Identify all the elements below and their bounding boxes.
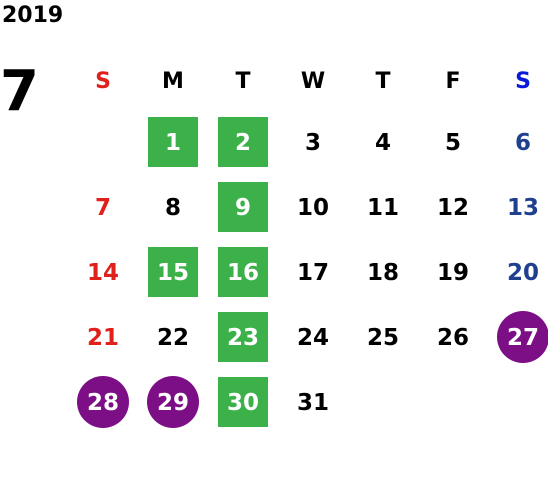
day-cell-12[interactable]: 12 — [418, 175, 488, 240]
day-cell-14[interactable]: 14 — [68, 240, 138, 305]
highlight-square — [218, 312, 268, 362]
day-number: 3 — [304, 129, 321, 156]
empty-day-cell — [418, 370, 488, 435]
day-cell-13[interactable]: 13 — [488, 175, 548, 240]
highlight-circle — [147, 376, 199, 428]
day-number: 15 — [156, 259, 189, 286]
day-cell-30[interactable]: 30 — [208, 370, 278, 435]
day-number: 12 — [436, 194, 469, 221]
day-cell-31[interactable]: 31 — [278, 370, 348, 435]
day-cell-15[interactable]: 15 — [138, 240, 208, 305]
day-cell-29[interactable]: 29 — [138, 370, 208, 435]
weekday-header-5: F — [445, 68, 461, 94]
empty-day-cell — [348, 370, 418, 435]
highlight-square — [218, 247, 268, 297]
weekday-header-6: S — [515, 68, 531, 94]
day-number: 22 — [156, 324, 189, 351]
day-number: 20 — [506, 259, 539, 286]
empty-day-cell — [68, 110, 138, 175]
highlight-square — [148, 247, 198, 297]
day-number: 1 — [164, 129, 181, 156]
day-number: 2 — [234, 129, 251, 156]
weekday-header-1: M — [162, 68, 184, 94]
day-number: 9 — [234, 194, 251, 221]
day-cell-24[interactable]: 24 — [278, 305, 348, 370]
day-cell-3[interactable]: 3 — [278, 110, 348, 175]
day-number: 5 — [444, 129, 461, 156]
day-cell-18[interactable]: 18 — [348, 240, 418, 305]
day-cell-22[interactable]: 22 — [138, 305, 208, 370]
day-cell-6[interactable]: 6 — [488, 110, 548, 175]
month-number: 7 — [0, 59, 39, 124]
day-cell-25[interactable]: 25 — [348, 305, 418, 370]
week-row: 21 22 23 24 25 26 27 — [68, 305, 548, 370]
day-number: 21 — [86, 324, 119, 351]
day-cell-8[interactable]: 8 — [138, 175, 208, 240]
day-number: 30 — [226, 389, 259, 416]
day-number: 28 — [86, 389, 119, 416]
day-number: 25 — [366, 324, 399, 351]
empty-day-cell — [488, 370, 548, 435]
day-number: 7 — [94, 194, 111, 221]
day-cell-20[interactable]: 20 — [488, 240, 548, 305]
day-cell-7[interactable]: 7 — [68, 175, 138, 240]
day-cell-16[interactable]: 16 — [208, 240, 278, 305]
day-number: 24 — [296, 324, 329, 351]
day-number: 13 — [506, 194, 539, 221]
week-row: 14 15 16 17 18 19 20 — [68, 240, 548, 305]
highlight-square — [218, 377, 268, 427]
day-cell-28[interactable]: 28 — [68, 370, 138, 435]
day-number: 23 — [226, 324, 259, 351]
day-cell-11[interactable]: 11 — [348, 175, 418, 240]
day-cell-23[interactable]: 23 — [208, 305, 278, 370]
highlight-circle — [77, 376, 129, 428]
day-number: 31 — [296, 389, 329, 416]
day-cell-19[interactable]: 19 — [418, 240, 488, 305]
day-number: 18 — [366, 259, 399, 286]
day-cell-27[interactable]: 27 — [488, 305, 548, 370]
day-number: 8 — [164, 194, 181, 221]
highlight-square — [218, 182, 268, 232]
day-number: 26 — [436, 324, 469, 351]
day-cell-4[interactable]: 4 — [348, 110, 418, 175]
day-cell-21[interactable]: 21 — [68, 305, 138, 370]
day-number: 11 — [366, 194, 399, 221]
day-number: 6 — [514, 129, 531, 156]
day-cell-2[interactable]: 2 — [208, 110, 278, 175]
weekday-header-2: T — [235, 68, 251, 94]
day-number: 29 — [156, 389, 189, 416]
highlight-square — [148, 117, 198, 167]
day-number: 14 — [86, 259, 119, 286]
day-number: 17 — [296, 259, 329, 286]
week-row: 7 8 9 10 11 12 13 — [68, 175, 548, 240]
weekday-header-3: W — [300, 68, 326, 94]
day-number: 4 — [374, 129, 391, 156]
week-row: 1 2 3 4 5 6 — [68, 110, 548, 175]
weekday-header-4: T — [375, 68, 391, 94]
day-number: 10 — [296, 194, 329, 221]
highlight-square — [218, 117, 268, 167]
year-label: 2019 — [2, 3, 64, 28]
week-row: 28 29 30 31 — [68, 370, 548, 435]
day-number: 27 — [506, 324, 539, 351]
weekday-header-0: S — [95, 68, 111, 94]
day-cell-10[interactable]: 10 — [278, 175, 348, 240]
highlight-circle — [497, 311, 548, 363]
day-cell-5[interactable]: 5 — [418, 110, 488, 175]
day-cell-26[interactable]: 26 — [418, 305, 488, 370]
day-number: 16 — [226, 259, 259, 286]
day-number: 19 — [436, 259, 469, 286]
day-cell-17[interactable]: 17 — [278, 240, 348, 305]
day-cell-1[interactable]: 1 — [138, 110, 208, 175]
day-cell-9[interactable]: 9 — [208, 175, 278, 240]
